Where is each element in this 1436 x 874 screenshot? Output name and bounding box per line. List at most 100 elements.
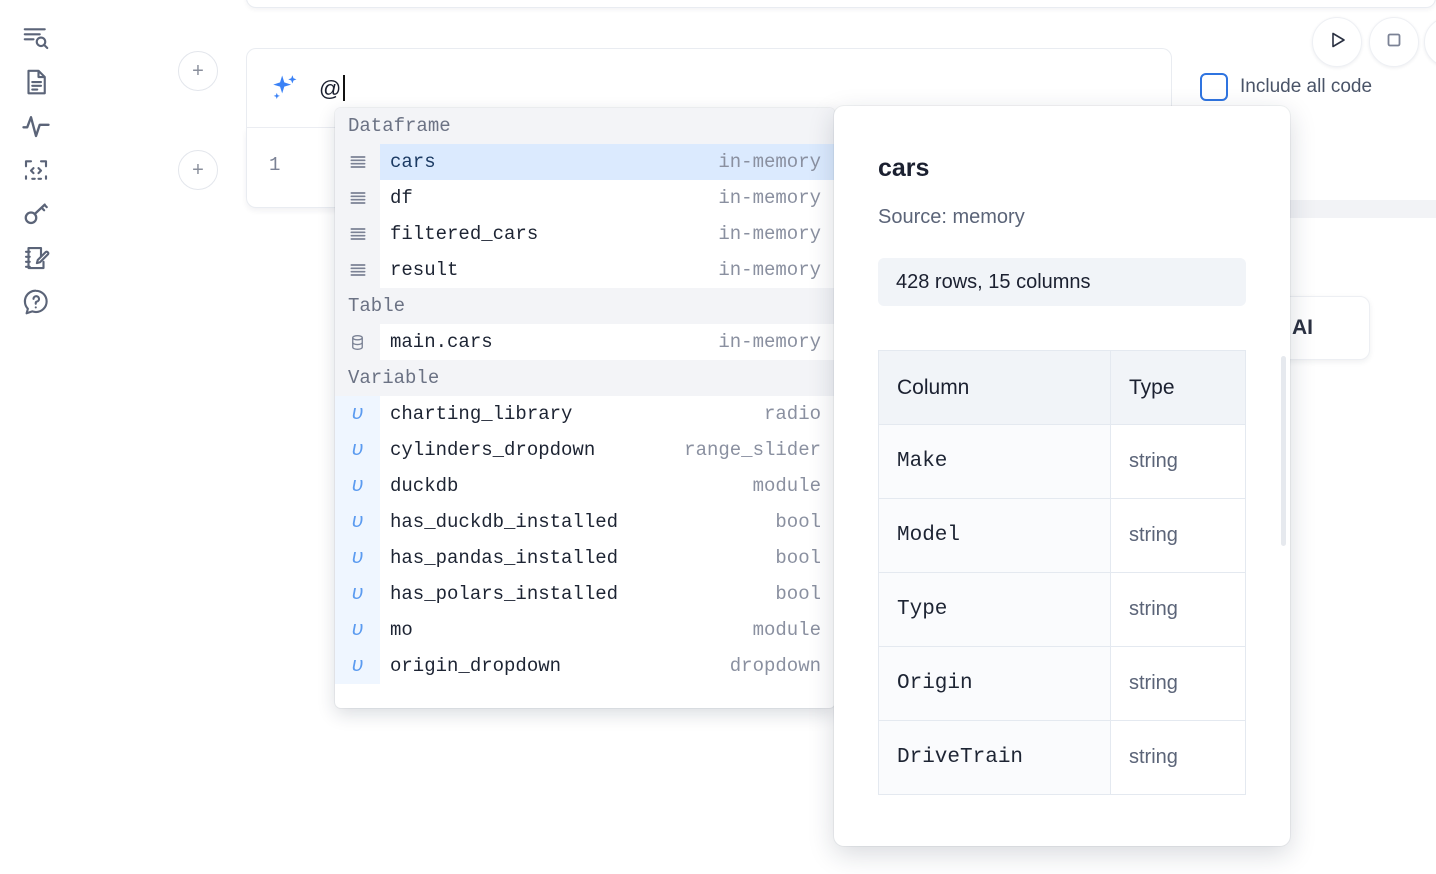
autocomplete-group-header: Dataframe: [335, 108, 835, 144]
line-number: 1: [269, 154, 281, 176]
table-header-row: Column Type: [878, 350, 1246, 425]
sidebar-item-scratchpad[interactable]: [14, 236, 58, 280]
autocomplete-item-name: has_polars_installed: [390, 583, 619, 605]
play-icon: [1325, 28, 1349, 57]
schema-column-type: string: [1110, 424, 1246, 499]
dataframe-icon: [335, 180, 380, 216]
schema-column-name: Model: [878, 498, 1111, 573]
variable-icon: ʋ: [335, 504, 380, 540]
autocomplete-group-header: Table: [335, 288, 835, 324]
autocomplete-item-name: has_duckdb_installed: [390, 511, 619, 533]
autocomplete-item-type: in-memory: [718, 259, 821, 281]
dataframe-icon: [335, 144, 380, 180]
schema-column-name: Origin: [878, 646, 1111, 721]
run-button[interactable]: [1312, 17, 1362, 67]
autocomplete-group-header: Variable: [335, 360, 835, 396]
autocomplete-item-type: bool: [775, 511, 821, 533]
details-shape-badge: 428 rows, 15 columns: [878, 258, 1246, 306]
variable-icon: ʋ: [335, 612, 380, 648]
panel-above-edge: [246, 0, 1436, 8]
more-actions-button[interactable]: [1424, 17, 1436, 67]
add-cell-above-button[interactable]: +: [178, 51, 218, 91]
autocomplete-item-type: in-memory: [718, 331, 821, 353]
include-all-code-label: Include all code: [1240, 76, 1373, 97]
schema-column-name: Make: [878, 424, 1111, 499]
autocomplete-item-name: origin_dropdown: [390, 655, 562, 677]
sidebar-item-file[interactable]: [14, 60, 58, 104]
include-all-code-checkbox[interactable]: [1200, 73, 1228, 101]
details-source: Source: memory: [878, 206, 1025, 228]
sidebar-item-secrets[interactable]: [14, 192, 58, 236]
autocomplete-item-type: bool: [775, 583, 821, 605]
table-icon: [335, 324, 380, 360]
stop-button[interactable]: [1369, 17, 1419, 67]
autocomplete-item[interactable]: ʋ origin_dropdown dropdown: [335, 648, 835, 684]
autocomplete-item-type: in-memory: [718, 151, 821, 173]
autocomplete-item-type: dropdown: [729, 655, 821, 677]
notebook-edit-icon: [21, 243, 51, 273]
file-text-icon: [21, 67, 51, 97]
autocomplete-item-type: module: [752, 619, 821, 641]
schema-column-type: string: [1110, 498, 1246, 573]
chat-question-icon: [21, 287, 51, 317]
sidebar-item-activity[interactable]: [14, 104, 58, 148]
autocomplete-item-name: has_pandas_installed: [390, 547, 619, 569]
dataframe-details-panel: cars Source: memory 428 rows, 15 columns…: [834, 106, 1290, 846]
activity-pulse-icon: [21, 111, 51, 141]
autocomplete-item[interactable]: main.cars in-memory: [335, 324, 835, 360]
variable-icon: ʋ: [335, 396, 380, 432]
autocomplete-item-type: module: [752, 475, 821, 497]
generate-with-ai-label: AI: [1292, 316, 1313, 339]
schema-column-name: Type: [878, 572, 1111, 647]
autocomplete-item-name: result: [390, 259, 459, 281]
autocomplete-item-name: main.cars: [390, 331, 493, 353]
sparkle-icon: [265, 68, 305, 108]
code-brackets-icon: [21, 155, 51, 185]
column-header-type: Type: [1110, 350, 1246, 425]
sidebar-item-outline[interactable]: [14, 16, 58, 60]
autocomplete-item-type: range_slider: [684, 439, 821, 461]
include-all-code-row[interactable]: Include all code: [1200, 73, 1372, 101]
autocomplete-item-type: bool: [775, 547, 821, 569]
autocomplete-item[interactable]: ʋ has_pandas_installed bool: [335, 540, 835, 576]
autocomplete-item[interactable]: cars in-memory: [335, 144, 835, 180]
ai-prompt-value: @: [319, 75, 342, 101]
sidebar-item-help[interactable]: [14, 280, 58, 324]
schema-column-type: string: [1110, 720, 1246, 795]
autocomplete-item[interactable]: ʋ has_duckdb_installed bool: [335, 504, 835, 540]
details-scrollbar[interactable]: [1281, 356, 1286, 546]
schema-column-name: DriveTrain: [878, 720, 1111, 795]
outline-search-icon: [21, 23, 51, 53]
ai-prompt-input[interactable]: @: [319, 74, 1171, 102]
add-cell-below-button[interactable]: +: [178, 150, 218, 190]
autocomplete-item-type: in-memory: [718, 223, 821, 245]
autocomplete-item-name: cylinders_dropdown: [390, 439, 596, 461]
dataframe-icon: [335, 252, 380, 288]
autocomplete-item-name: mo: [390, 619, 413, 641]
autocomplete-item-type: in-memory: [718, 187, 821, 209]
variable-icon: ʋ: [335, 540, 380, 576]
autocomplete-item[interactable]: result in-memory: [335, 252, 835, 288]
sidebar-item-snippets[interactable]: [14, 148, 58, 192]
autocomplete-item-name: cars: [390, 151, 436, 173]
plus-icon: +: [192, 60, 204, 82]
autocomplete-item-type: radio: [763, 403, 821, 425]
details-title: cars: [878, 154, 930, 182]
variable-icon: ʋ: [335, 648, 380, 684]
